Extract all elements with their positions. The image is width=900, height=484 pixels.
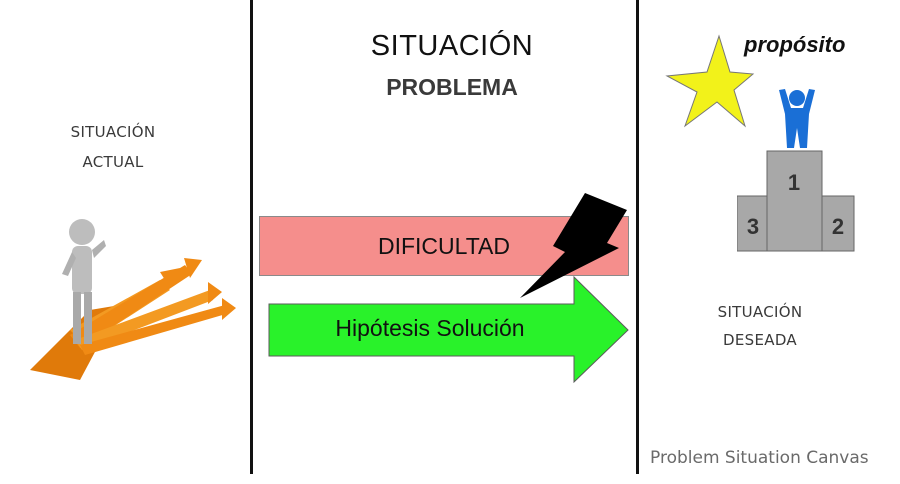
podium-rank-third: 3: [747, 214, 759, 239]
star-icon: [665, 34, 755, 128]
thinking-person-icon: [62, 219, 106, 344]
orange-path-arrows-icon: [30, 258, 236, 380]
problem-situation-title-line1: SITUACIÓN: [370, 30, 534, 62]
current-situation-label-line2: ACTUAL: [82, 153, 144, 171]
purpose-label: propósito: [744, 32, 846, 57]
podium-rank-second: 2: [832, 214, 844, 239]
canvas-caption: Problem Situation Canvas: [650, 448, 869, 468]
left-divider-line: [250, 0, 253, 474]
podium-icon: 1 2 3: [737, 150, 855, 252]
difficulty-label: DIFICULTAD: [377, 232, 511, 259]
winner-person-icon: [779, 89, 815, 148]
right-divider-line: [636, 0, 639, 474]
crossroads-thinking-person-illustration: [30, 219, 236, 380]
desired-situation-label-line2: DESEADA: [723, 331, 797, 349]
solution-hypothesis-label: Hipótesis Solución: [335, 315, 525, 341]
problem-situation-title-line2: PROBLEMA: [386, 74, 518, 100]
lightning-bolt-icon: [520, 193, 627, 298]
podium-rank-first: 1: [788, 170, 800, 195]
current-situation-label-line1: SITUACIÓN: [70, 123, 156, 141]
desired-situation-label-line1: SITUACIÓN: [717, 303, 803, 321]
solution-arrow-shape: [268, 276, 629, 384]
